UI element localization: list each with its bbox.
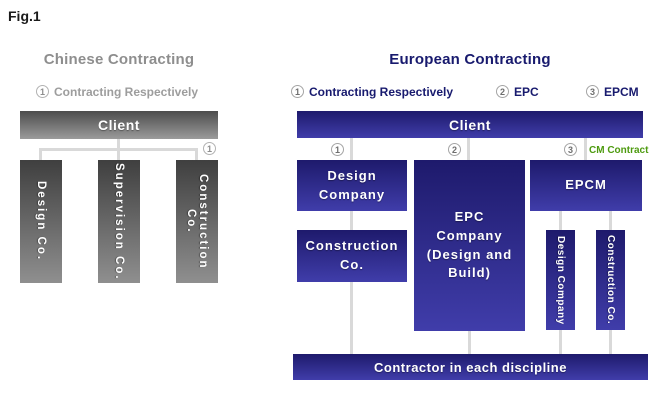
connector-line [467, 138, 470, 162]
epcm-box: EPCM [530, 160, 642, 211]
design-company-box: Design Company [297, 160, 407, 211]
epc-company-label: EPC Company (Design and Build) [426, 208, 513, 281]
connector-line [195, 148, 198, 161]
circled-number-3-icon: 3 [564, 143, 577, 156]
supervision-co-box: Supervision Co. [98, 160, 140, 283]
cm-contract-label: CM Contract [589, 145, 649, 156]
construction-co-box: Construction Co. [176, 160, 218, 283]
connector-line [559, 210, 562, 232]
chinese-legend-item: 1 Contracting Respectively [36, 84, 198, 99]
contractor-discipline-bar: Contractor in each discipline [293, 354, 648, 380]
circled-number-1-icon: 1 [203, 142, 216, 155]
epc-company-box: EPC Company (Design and Build) [414, 160, 525, 331]
connector-line [117, 139, 120, 150]
construction-co-box-right: Construction Co. [297, 230, 407, 282]
connector-line [559, 330, 562, 354]
circled-number-2-icon: 2 [496, 85, 509, 98]
chinese-contracting-title: Chinese Contracting [43, 51, 195, 68]
european-legend-item-3: 3 EPCM [586, 84, 639, 99]
connector-line [584, 138, 587, 162]
design-company-label: Design Company [318, 167, 386, 202]
european-legend-label-1: Contracting Respectively [309, 84, 454, 99]
european-legend-item-1: 1 Contracting Respectively [291, 84, 453, 99]
circled-number-2-icon: 2 [448, 143, 461, 156]
european-legend-label-3: EPCM [604, 84, 639, 99]
connector-line [468, 331, 471, 354]
figure-label: Fig.1 [8, 8, 41, 24]
sub-design-company-box: Design Company [546, 230, 575, 330]
sub-construction-co-box: Construction Co. [596, 230, 625, 330]
european-legend-item-2: 2 EPC [496, 84, 539, 99]
connector-line [117, 148, 120, 161]
chinese-client-box: Client [20, 111, 218, 139]
circled-number-1-icon: 1 [36, 85, 49, 98]
connector-line [609, 210, 612, 232]
circled-number-3-icon: 3 [586, 85, 599, 98]
european-legend-label-2: EPC [514, 84, 539, 99]
construction-co-label: Construction Co. [305, 238, 399, 272]
circled-number-1-icon: 1 [331, 143, 344, 156]
connector-line [350, 282, 353, 354]
design-co-box: Design Co. [20, 160, 62, 283]
connector-line [350, 138, 353, 162]
connector-line [609, 330, 612, 354]
chinese-legend-label: Contracting Respectively [54, 84, 199, 99]
connector-line [39, 148, 42, 161]
circled-number-1-icon: 1 [291, 85, 304, 98]
european-contracting-title: European Contracting [389, 51, 551, 68]
european-client-box: Client [297, 111, 643, 138]
connector-line [350, 210, 353, 232]
